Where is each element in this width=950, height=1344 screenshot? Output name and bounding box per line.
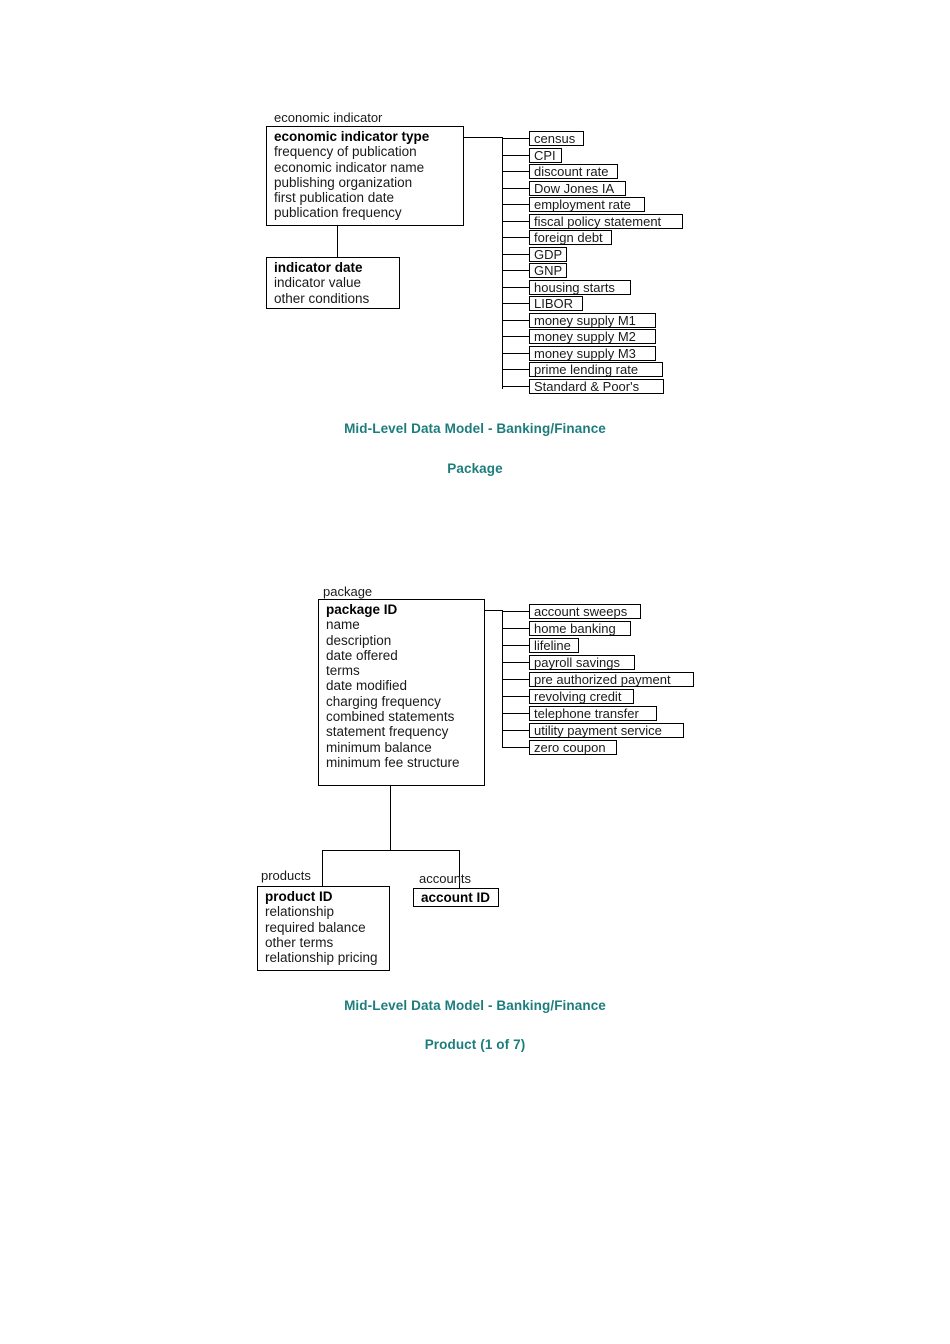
connector-line-horizontal xyxy=(485,610,502,611)
subtype-box: zero coupon xyxy=(529,740,617,755)
connector-line-stub xyxy=(502,645,529,646)
connector-line-stub xyxy=(502,730,529,731)
connector-line-stub xyxy=(502,286,529,288)
subtype-box: money supply M3 xyxy=(529,345,656,361)
entity-attribute: frequency of publication xyxy=(274,144,417,160)
connector-line-horizontal xyxy=(322,850,459,851)
entity-attribute: indicator date xyxy=(274,260,363,275)
entity-attribute: publishing organization xyxy=(274,174,413,190)
entity-attribute: product ID xyxy=(265,889,333,904)
caption-subject-area-1: Package xyxy=(447,461,503,476)
caption-subject-area-2: Product (1 of 7) xyxy=(424,1037,526,1052)
entity-box-indicator-date: indicator date indicator value other con… xyxy=(266,257,400,309)
entity-attribute: relationship xyxy=(265,904,335,920)
entity-box-accounts: account ID xyxy=(413,888,499,907)
connector-line-stub xyxy=(502,171,529,172)
connector-line-stub xyxy=(502,385,529,387)
entity-box-economic-indicator: economic indicator type frequency of pub… xyxy=(266,126,464,226)
connector-line-stub xyxy=(502,204,529,205)
connector-line-stub xyxy=(502,154,529,156)
connector-line-stub xyxy=(502,138,529,139)
connector-spine-vertical xyxy=(502,137,503,389)
connector-line-stub xyxy=(502,369,529,370)
connector-line-horizontal xyxy=(464,137,502,138)
subtype-box: GNP xyxy=(529,263,567,278)
connector-line-stub xyxy=(502,352,529,354)
connector-line-stub xyxy=(502,662,529,663)
connector-line-stub xyxy=(502,679,529,680)
connector-line-stub xyxy=(502,747,529,748)
entity-attribute: relationship pricing xyxy=(265,950,378,966)
subtype-box: employment rate xyxy=(529,197,645,212)
entity-label-package: package xyxy=(323,584,373,599)
subtype-box: prime lending rate xyxy=(529,362,663,377)
entity-label-products: products xyxy=(261,868,311,883)
subtype-box: lifeline xyxy=(529,638,579,653)
entity-attribute: economic indicator name xyxy=(274,159,425,175)
connector-line-stub xyxy=(502,336,529,337)
entity-box-package: package ID name description date offered… xyxy=(318,599,485,786)
subtype-box: revolving credit xyxy=(529,689,634,704)
entity-attribute: combined statements xyxy=(326,709,455,725)
connector-line-stub xyxy=(502,237,529,238)
entity-label-accounts: accounts xyxy=(419,871,472,886)
connector-line-stub xyxy=(502,628,529,629)
subtype-box: census xyxy=(529,131,584,146)
subtype-box: account sweeps xyxy=(529,604,641,619)
subtype-box: money supply M1 xyxy=(529,312,656,328)
connector-line-stub xyxy=(502,220,529,222)
entity-attribute: terms xyxy=(326,663,360,679)
entity-attribute: publication frequency xyxy=(274,205,402,221)
entity-attribute: date offered xyxy=(326,647,398,663)
entity-attribute: charging frequency xyxy=(326,693,441,709)
subtype-box: payroll savings xyxy=(529,655,635,670)
subtype-box: fiscal policy statement xyxy=(529,213,683,229)
connector-line-stub xyxy=(502,187,529,189)
connector-line-stub xyxy=(502,611,529,612)
entity-attribute: minimum fee structure xyxy=(326,754,460,770)
connector-line-vertical xyxy=(322,850,323,890)
connector-line-stub xyxy=(502,713,529,714)
entity-attribute: required balance xyxy=(265,919,366,935)
subtype-box: telephone transfer xyxy=(529,706,657,721)
connector-line-vertical xyxy=(390,786,391,850)
subtype-box: CPI xyxy=(529,147,562,163)
caption-model-title-1: Mid-Level Data Model - Banking/Finance xyxy=(344,421,606,436)
subtype-box: Standard & Poor's xyxy=(529,378,664,394)
subtype-box: home banking xyxy=(529,621,631,636)
subtype-box: GDP xyxy=(529,246,567,262)
entity-attribute: other conditions xyxy=(274,290,370,306)
subtype-box: LIBOR xyxy=(529,296,583,311)
subtype-box: pre authorized payment xyxy=(529,672,694,687)
entity-attribute: indicator value xyxy=(274,275,362,291)
entity-attribute: other terms xyxy=(265,934,334,950)
entity-attribute: statement frequency xyxy=(326,724,449,740)
connector-line-stub xyxy=(502,253,529,255)
connector-line-stub xyxy=(502,303,529,304)
connector-line-stub xyxy=(502,696,529,697)
subtype-box: money supply M2 xyxy=(529,329,656,344)
connector-line-vertical xyxy=(459,850,460,888)
entity-attribute: date modified xyxy=(326,678,408,694)
entity-attribute: first publication date xyxy=(274,190,395,206)
connector-line-stub xyxy=(502,319,529,321)
subtype-box: utility payment service xyxy=(529,723,684,738)
entity-label-economic-indicator: economic indicator xyxy=(274,110,383,125)
entity-attribute: name xyxy=(326,617,360,633)
subtype-box: Dow Jones IA xyxy=(529,180,626,196)
subtype-box: discount rate xyxy=(529,164,618,179)
subtype-box: housing starts xyxy=(529,279,631,295)
entity-attribute: minimum balance xyxy=(326,739,432,755)
entity-attribute: economic indicator type xyxy=(274,129,430,144)
connector-line-stub xyxy=(502,270,529,271)
entity-attribute: package ID xyxy=(326,602,398,617)
connector-line-vertical xyxy=(337,226,338,257)
entity-box-products: product ID relationship required balance… xyxy=(257,886,390,971)
caption-model-title-2: Mid-Level Data Model - Banking/Finance xyxy=(344,998,606,1013)
subtype-box: foreign debt xyxy=(529,230,612,245)
entity-attribute: account ID xyxy=(421,890,491,905)
entity-attribute: description xyxy=(326,632,392,648)
